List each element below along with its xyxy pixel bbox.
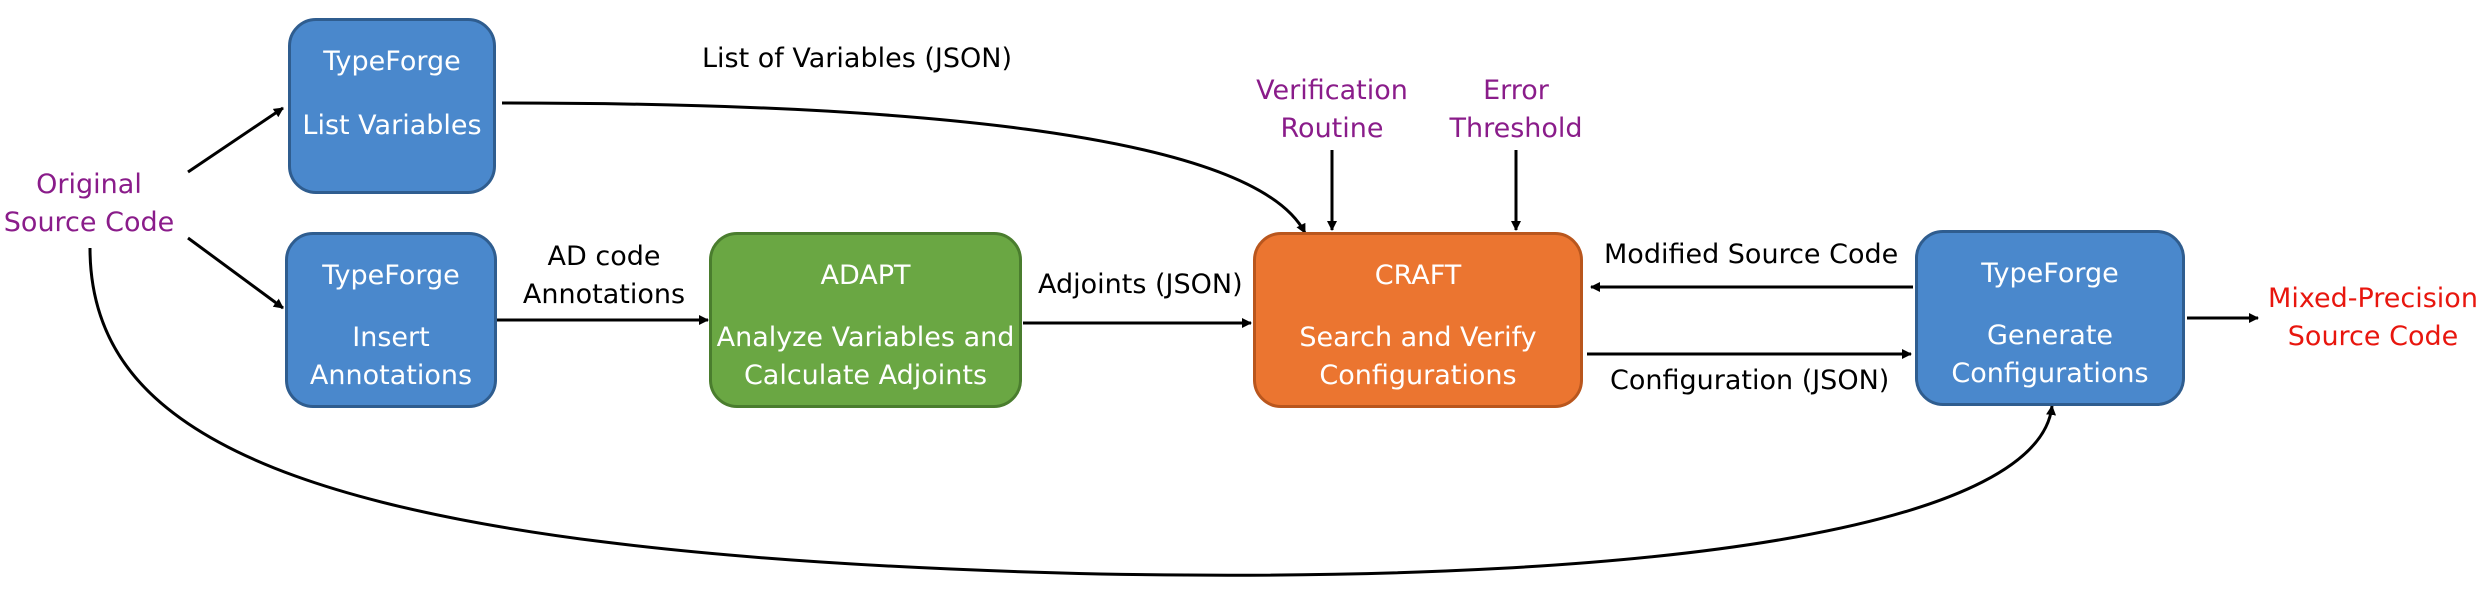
typeforge-insert-body: Insert Annotations [288, 319, 494, 395]
error-threshold-line2: Threshold [1449, 113, 1583, 144]
typeforge-insert-body-line2: Annotations [309, 360, 473, 391]
craft-body: Search and Verify Configurations [1256, 319, 1580, 395]
craft-body-line2: Configurations [1319, 360, 1517, 391]
adapt-body-line2: Calculate Adjoints [743, 360, 988, 391]
original-source-line2: Source Code [3, 207, 175, 238]
ad-code-line1: AD code [547, 241, 661, 272]
typeforge-insert-node: TypeForge Insert Annotations [285, 232, 497, 408]
typeforge-generate-node: TypeForge Generate Configurations [1915, 230, 2185, 406]
adapt-title: ADAPT [820, 260, 911, 291]
arrow-source-to-generate [88, 247, 2057, 577]
typeforge-list-node: TypeForge List Variables [288, 18, 496, 194]
adapt-body: Analyze Variables and Calculate Adjoints [712, 319, 1019, 395]
arrow-list-to-craft [501, 101, 1307, 234]
typeforge-insert-title: TypeForge [322, 260, 460, 291]
craft-node: CRAFT Search and Verify Configurations [1253, 232, 1583, 408]
craft-title: CRAFT [1374, 260, 1462, 291]
adapt-body-line1: Analyze Variables and [716, 322, 1015, 353]
typeforge-list-body: List Variables [302, 110, 482, 141]
modified-source-code-label: Modified Source Code [1604, 239, 1899, 270]
arrow-source-to-insert [187, 236, 284, 310]
craft-body-line1: Search and Verify [1299, 322, 1537, 353]
error-threshold-label: Error Threshold [1436, 72, 1596, 148]
typeforge-generate-body-line2: Configurations [1951, 358, 2149, 389]
error-threshold-line1: Error [1483, 75, 1549, 106]
typeforge-generate-body: Generate Configurations [1918, 317, 2182, 393]
list-of-variables-label: List of Variables (JSON) [702, 43, 1012, 74]
arrow-source-to-list [187, 106, 284, 174]
original-source-line1: Original [36, 169, 142, 200]
mixed-precision-line2: Source Code [2287, 321, 2459, 352]
configuration-json-label: Configuration (JSON) [1610, 365, 1890, 396]
verification-line1: Verification [1256, 75, 1408, 106]
typeforge-list-title: TypeForge [323, 46, 461, 77]
verification-routine-label: Verification Routine [1242, 72, 1422, 148]
adjoints-label: Adjoints (JSON) [1038, 269, 1243, 300]
mixed-precision-output-label: Mixed-Precision Source Code [2262, 280, 2484, 356]
verification-line2: Routine [1280, 113, 1384, 144]
ad-code-annotations-label: AD code Annotations [516, 238, 692, 314]
adapt-node: ADAPT Analyze Variables and Calculate Ad… [709, 232, 1022, 408]
mixed-precision-line1: Mixed-Precision [2268, 283, 2478, 314]
typeforge-generate-title: TypeForge [1981, 258, 2119, 289]
ad-code-line2: Annotations [522, 279, 686, 310]
typeforge-generate-body-line1: Generate [1986, 320, 2114, 351]
typeforge-insert-body-line1: Insert [352, 322, 430, 353]
original-source-label: Original Source Code [0, 166, 178, 242]
